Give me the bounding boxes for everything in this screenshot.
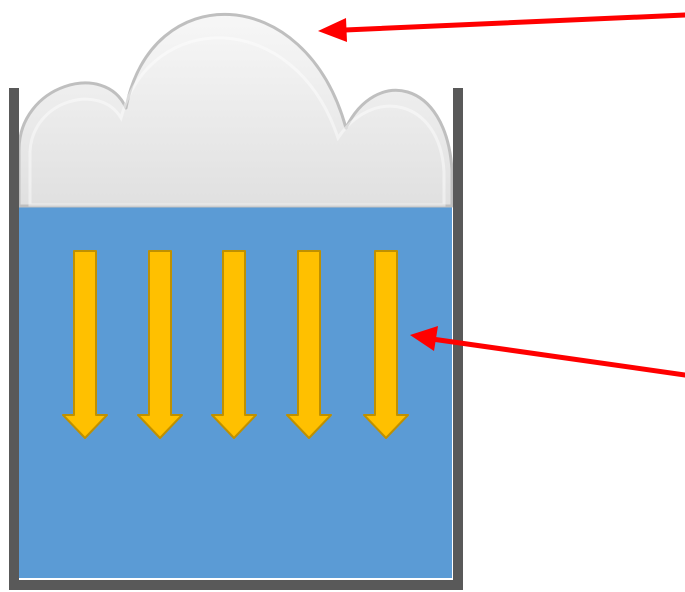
foam-cloud-icon <box>19 14 452 206</box>
foam-pointer-arrow <box>318 15 685 42</box>
